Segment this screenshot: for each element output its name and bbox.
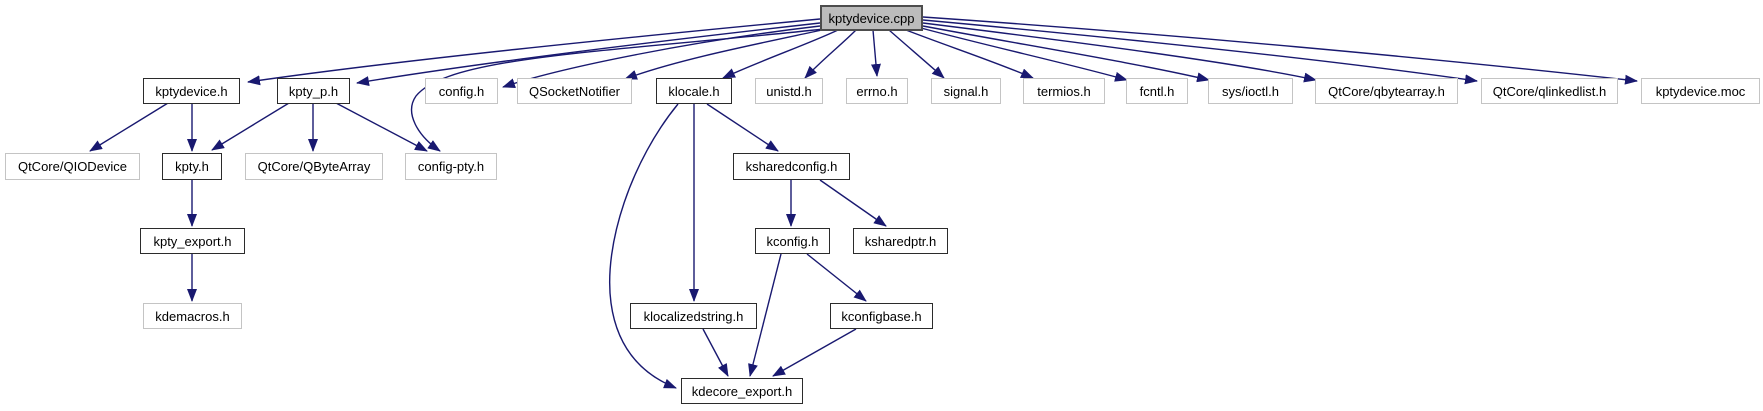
node-fcntl-h: fcntl.h <box>1126 78 1188 104</box>
edge-cpp-to-qlinkedlist-h <box>922 19 1478 85</box>
edge-cpp-to-fcntl-h <box>920 27 1128 82</box>
node-kptydevice-h[interactable]: kptydevice.h <box>143 78 240 104</box>
node-qsocketnotifier: QSocketNotifier <box>517 78 632 104</box>
edge-cpp-to-klocale-h <box>722 29 839 79</box>
node-kdemacros-h: kdemacros.h <box>143 303 242 329</box>
edge-kptydevice-h-to-qiodevice <box>89 102 169 152</box>
edge-cpp-to-config-pty-h <box>410 28 825 152</box>
node-qtcore-qbytearray: QtCore/QByteArray <box>245 153 383 180</box>
edge-klocale-h-to-kdecore-export-h <box>609 103 679 389</box>
node-config-pty-h: config-pty.h <box>405 153 497 180</box>
edge-cpp-to-errno-h <box>870 29 881 77</box>
edge-cpp-to-kptydevice-moc <box>922 16 1638 85</box>
edge-kconfig-h-to-kconfigbase-h <box>806 253 867 302</box>
node-kptydevice-moc: kptydevice.moc <box>1641 78 1760 104</box>
node-kptydevice-cpp: kptydevice.cpp <box>820 5 923 31</box>
edge-cpp-to-unistd-h <box>804 29 857 79</box>
node-signal-h: signal.h <box>931 78 1001 104</box>
edge-cpp-to-sys-ioctl-h <box>922 25 1210 83</box>
node-errno-h: errno.h <box>846 78 908 104</box>
edge-cpp-to-termios-h <box>905 29 1034 79</box>
node-config-h: config.h <box>425 78 498 104</box>
node-qtcore-qiodevice: QtCore/QIODevice <box>5 153 140 180</box>
node-unistd-h: unistd.h <box>755 78 823 104</box>
node-klocale-h[interactable]: klocale.h <box>656 78 732 104</box>
node-termios-h: termios.h <box>1023 78 1105 104</box>
node-ksharedptr-h[interactable]: ksharedptr.h <box>853 228 948 254</box>
node-sys-ioctl-h: sys/ioctl.h <box>1208 78 1293 104</box>
node-kpty-p-h[interactable]: kpty_p.h <box>277 78 350 104</box>
edge-klocale-h-to-ksharedconfig-h <box>706 103 779 152</box>
node-kconfigbase-h[interactable]: kconfigbase.h <box>830 303 933 329</box>
node-qtcore-qlinkedlist-h: QtCore/qlinkedlist.h <box>1481 78 1618 104</box>
node-kconfig-h[interactable]: kconfig.h <box>755 228 830 254</box>
node-qtcore-qbytearray-h: QtCore/qbytearray.h <box>1315 78 1458 104</box>
node-kpty-h[interactable]: kpty.h <box>162 153 222 180</box>
node-ksharedconfig-h[interactable]: ksharedconfig.h <box>733 153 850 180</box>
node-klocalizedstring-h[interactable]: klocalizedstring.h <box>630 303 757 329</box>
edge-klocalizedstring-h-to-kdecore-export-h <box>702 328 729 377</box>
edge-cpp-to-qbytearray-h <box>922 22 1317 83</box>
edge-ksharedconfig-h-to-ksharedptr-h <box>819 179 887 227</box>
edge-cpp-to-qsocketnotifier <box>624 29 823 80</box>
node-kdecore-export-h[interactable]: kdecore_export.h <box>681 378 803 404</box>
edge-cpp-to-signal-h <box>888 29 945 79</box>
edge-kpty-p-h-to-kpty-h <box>211 102 290 151</box>
node-kpty-export-h[interactable]: kpty_export.h <box>140 228 245 254</box>
edge-kconfigbase-h-to-kdecore-export-h <box>772 328 857 377</box>
edge-kconfig-h-to-kdecore-export-h <box>748 253 782 377</box>
edge-cpp-to-kpty-p-h <box>356 22 821 86</box>
edge-cpp-to-kptydevice-h <box>247 18 821 86</box>
edge-kpty-p-h-to-config-pty-h <box>335 102 428 152</box>
